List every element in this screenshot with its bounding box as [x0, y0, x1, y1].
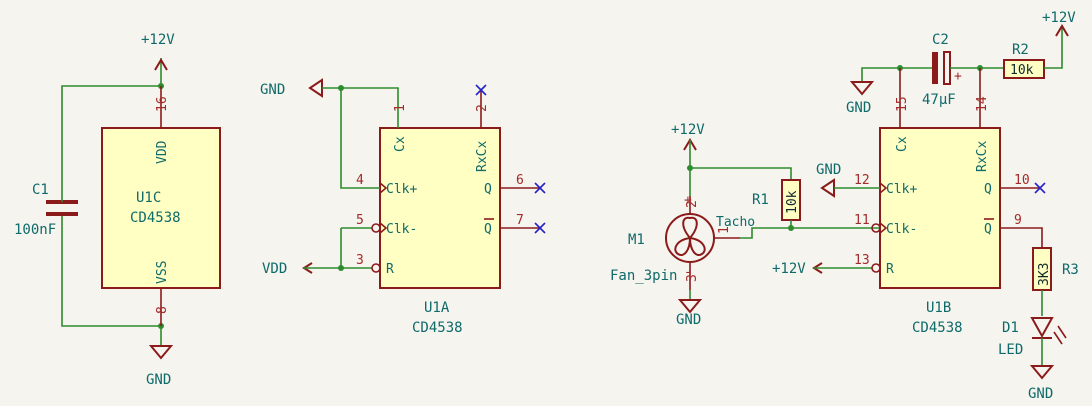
- u1a-section: GND 1 Cx 2 RxCx 4 Clk+ 5 Clk- 3 R VDD: [260, 78, 546, 336]
- u1a-nc-pin7: [534, 222, 546, 234]
- gnd-icon: [820, 178, 835, 198]
- u1b-nc-pin10: [1034, 182, 1046, 194]
- u1a-clkp: Clk+: [386, 182, 417, 197]
- d1-ref: D1: [1002, 320, 1019, 336]
- u1a-pin6: 6: [516, 173, 524, 188]
- r1-ref: R1: [752, 192, 769, 208]
- r2-body: [1003, 59, 1045, 79]
- u1a-nc-pin6: [534, 182, 546, 194]
- net-label-vcc-4: +12V: [772, 261, 806, 277]
- fan-pin2: 2: [685, 200, 700, 208]
- u1c-pin8: 8: [155, 306, 170, 314]
- u1b-qn: Q: [984, 222, 992, 237]
- u1c-value: CD4538: [130, 210, 181, 226]
- u1c-ref: U1C: [136, 190, 161, 206]
- u1b-pin9: 9: [1014, 213, 1022, 228]
- fan-minus: -: [684, 265, 692, 280]
- u1b-section: GND + C2 47µF 10k R2 +12V 15 Cx 14 RxCx …: [772, 10, 1079, 402]
- u1a-cx: Cx: [393, 136, 408, 152]
- u1b-rxcx: RxCx: [975, 141, 990, 172]
- fan-pin3: 3: [685, 274, 700, 282]
- u1b-value: CD4538: [912, 320, 963, 336]
- u1b-q: Q: [984, 182, 992, 197]
- u1b-pin11: 11: [854, 213, 870, 228]
- u1a-q: Q: [484, 182, 492, 197]
- gnd-icon: [677, 299, 703, 314]
- net-label-gnd-1: GND: [146, 372, 171, 388]
- r2-ref: R2: [1012, 42, 1029, 58]
- d1-value: LED: [998, 342, 1023, 358]
- m1-value: Fan_3pin: [610, 268, 677, 284]
- u1a-pin2: 2: [475, 104, 490, 112]
- r1-value: 10k: [785, 190, 800, 214]
- net-label-gnd-6: GND: [1028, 386, 1053, 402]
- net-label-gnd-5: GND: [816, 162, 841, 178]
- gnd-icon: [1029, 365, 1055, 380]
- u1c-vdd-pin: VDD: [155, 140, 170, 164]
- net-label-vdd: VDD: [262, 261, 287, 277]
- net-label-gnd-3: GND: [676, 312, 701, 328]
- net-label-vcc-3: +12V: [1042, 10, 1076, 26]
- vcc-arrow-icon: [1055, 24, 1069, 37]
- vcc-arrow-icon: [154, 58, 168, 71]
- u1a-pin3: 3: [356, 253, 364, 268]
- c2-ref: C2: [932, 32, 949, 48]
- u1a-rxcx: RxCx: [475, 141, 490, 172]
- r3-ref: R3: [1062, 262, 1079, 278]
- u1a-pin1: 1: [393, 104, 408, 112]
- c1-ref: C1: [32, 182, 49, 198]
- u1b-clkm: Clk-: [886, 222, 917, 237]
- u1a-nc-pin2: [475, 84, 487, 96]
- net-label-gnd-2: GND: [260, 82, 285, 98]
- u1b-ref: U1B: [926, 300, 951, 316]
- fan-pin1: 1: [717, 226, 732, 234]
- fan-plus: +: [684, 193, 692, 208]
- u1b-pin15: 15: [895, 96, 910, 112]
- c2-plus: +: [954, 69, 962, 84]
- c2-plate-neg: [932, 52, 938, 84]
- net-label-vcc: +12V: [141, 32, 175, 48]
- led-icon: [1030, 317, 1054, 339]
- u1a-value: CD4538: [412, 320, 463, 336]
- c2-value: 47µF: [922, 92, 956, 108]
- m1-ref: M1: [628, 232, 645, 248]
- u1a-body: [379, 127, 501, 289]
- fan-tacho-label: Tacho: [716, 215, 755, 230]
- u1b-body: [879, 127, 1001, 289]
- r3-value: 3K3: [1037, 263, 1052, 286]
- gnd-icon: [308, 78, 323, 98]
- net-label-vcc-2: +12V: [671, 122, 705, 138]
- u1a-pin7: 7: [516, 213, 524, 228]
- u1b-r: R: [886, 262, 894, 277]
- r2-value: 10k: [1010, 63, 1034, 78]
- u1a-pin4: 4: [356, 173, 364, 188]
- u1b-pin12: 12: [854, 173, 870, 188]
- u1b-clkp: Clk+: [886, 182, 917, 197]
- u1b-cx: Cx: [895, 136, 910, 152]
- gnd-icon: [148, 345, 174, 360]
- u1c-vss-pin: VSS: [155, 261, 170, 284]
- u1a-pin5: 5: [356, 213, 364, 228]
- u1a-ref: U1A: [424, 300, 450, 316]
- fan-section: +12V 10k R1 + 2 - 3 1 Tacho M1 Fan_3pin …: [610, 122, 880, 328]
- u1a-r: R: [386, 262, 394, 277]
- gnd-icon: [849, 81, 875, 96]
- u1b-pin14: 14: [975, 96, 990, 112]
- u1c-pin16: 16: [155, 96, 170, 112]
- u1c-power-section: +12V C1 100nF 16 8 VDD VSS U1C CD4538 GN…: [14, 32, 221, 388]
- c1-value: 100nF: [14, 222, 56, 238]
- u1b-pin13: 13: [854, 253, 870, 268]
- c2-plate-pos: [943, 51, 951, 85]
- u1b-pin10: 10: [1014, 173, 1030, 188]
- u1a-clkm: Clk-: [386, 222, 417, 237]
- net-label-gnd-4: GND: [846, 100, 871, 116]
- u1a-qn: Q: [484, 222, 492, 237]
